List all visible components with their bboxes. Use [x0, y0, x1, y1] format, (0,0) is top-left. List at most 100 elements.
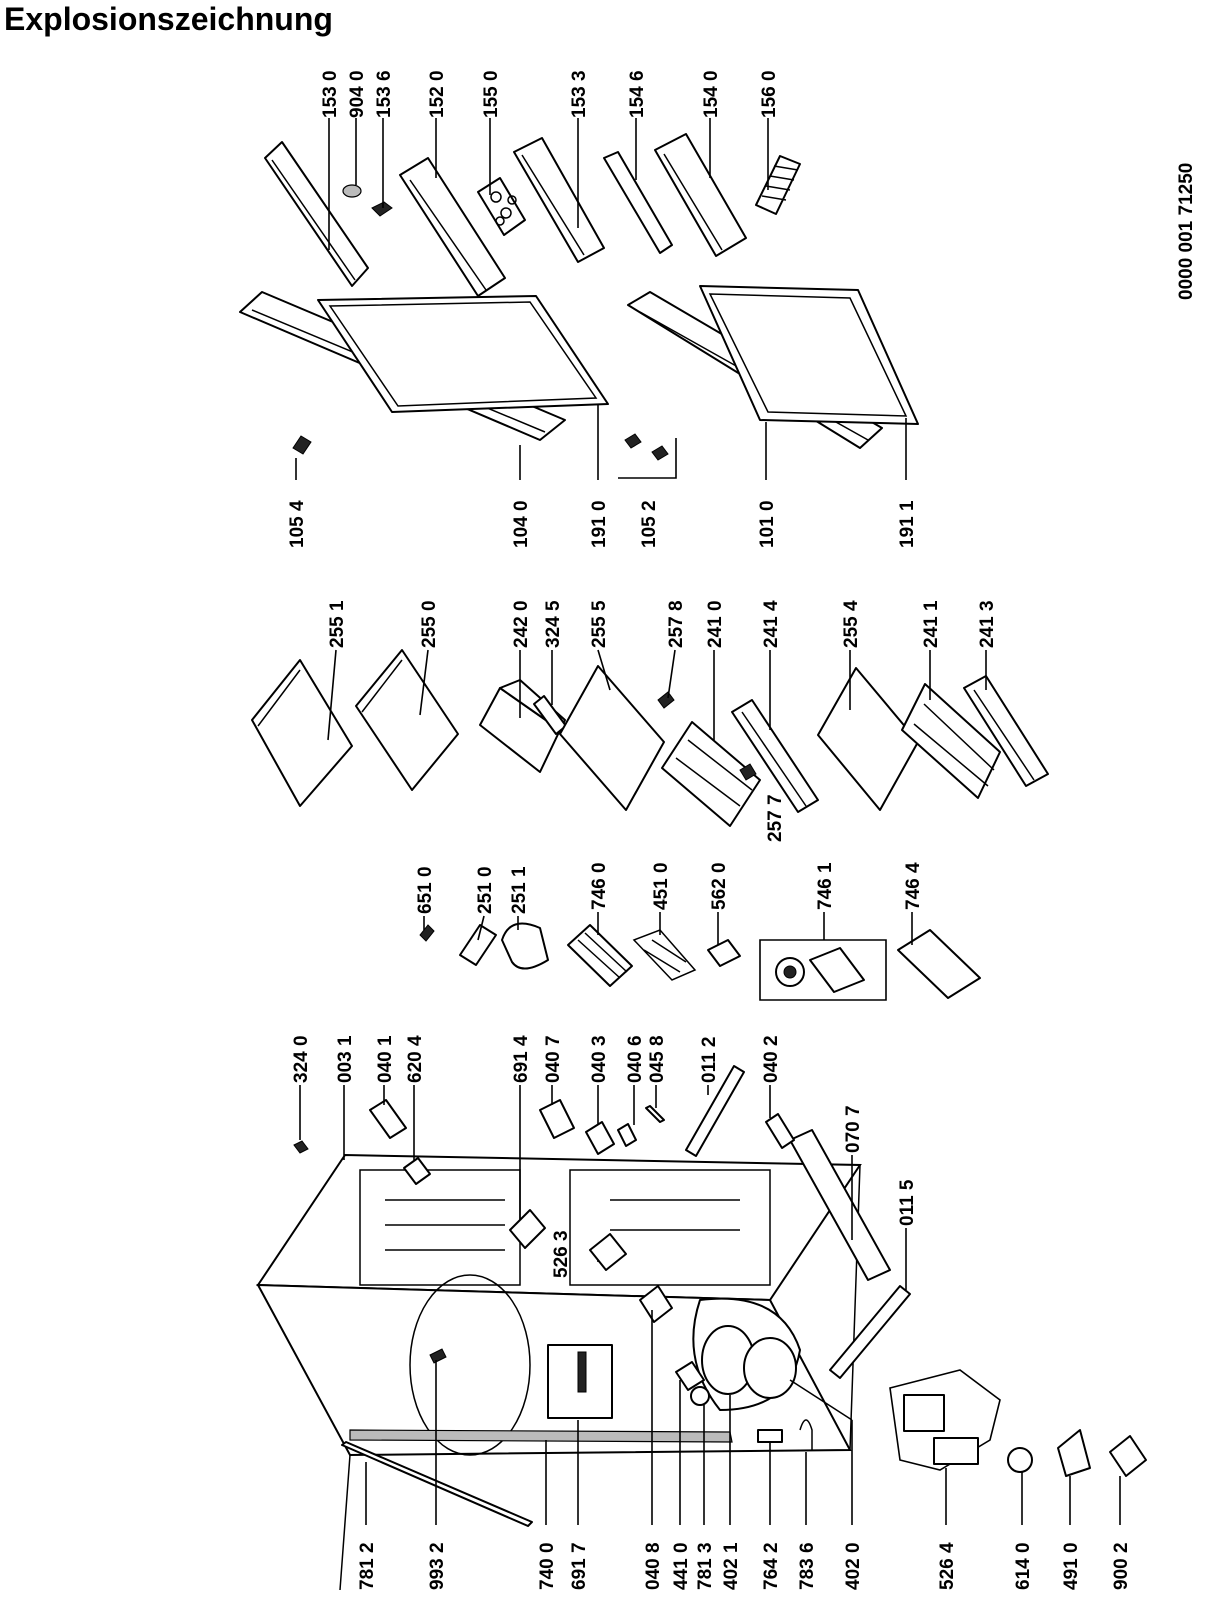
label-040-6: 040 6 — [625, 1035, 646, 1083]
label-746-1: 746 1 — [815, 862, 836, 910]
label-011-5: 011 5 — [897, 1179, 918, 1226]
label-191-1: 191 1 — [897, 500, 918, 548]
cover-251-0 — [459, 924, 497, 966]
label-526-4: 526 4 — [937, 1542, 958, 1590]
label-101-0: 101 0 — [757, 500, 778, 548]
label-242-0: 242 0 — [511, 600, 532, 648]
label-781-3: 781 3 — [695, 1542, 716, 1590]
relay-441-0 — [675, 1361, 705, 1391]
spacer-993-2 — [429, 1348, 447, 1364]
hinge-040-3 — [585, 1121, 615, 1155]
compressor-402-0 — [789, 1379, 853, 1421]
label-040-2: 040 2 — [761, 1035, 782, 1083]
lamp-651-0 — [419, 924, 435, 942]
label-781-2: 781 2 — [357, 1542, 378, 1590]
part-labels: 153 0 904 0 153 6 152 0 155 0 153 3 154 … — [287, 70, 1132, 1590]
label-241-3: 241 3 — [977, 600, 998, 648]
label-241-0: 241 0 — [705, 600, 726, 648]
rail-011-5 — [829, 1285, 911, 1379]
label-691-4: 691 4 — [511, 1035, 532, 1083]
cover-491-0 — [1057, 1429, 1091, 1477]
hinge-105-4 — [292, 435, 312, 455]
door-frame-strip-740-0 — [349, 1429, 733, 1443]
label-255-4: 255 4 — [841, 600, 862, 648]
control-set-746-1 — [759, 939, 887, 1001]
label-155-0: 155 0 — [481, 70, 502, 118]
label-011-2: 011 2 — [699, 1037, 720, 1084]
top-cover-070-7 — [789, 1129, 891, 1281]
pin-045-8 — [645, 1105, 665, 1123]
label-154-0: 154 0 — [701, 70, 722, 118]
label-904-0: 904 0 — [347, 70, 368, 118]
door-shelf-153-0 — [264, 141, 369, 287]
label-441-0: 441 0 — [671, 1542, 692, 1590]
control-box-526-4 — [889, 1369, 1001, 1471]
rail-011-2 — [685, 1065, 745, 1157]
bracket-040-8 — [639, 1285, 673, 1323]
clip-257-8 — [657, 691, 675, 709]
label-324-0: 324 0 — [291, 1035, 312, 1083]
label-324-5: 324 5 — [543, 600, 564, 648]
label-040-3: 040 3 — [589, 1035, 610, 1083]
glass-shelf-255-1 — [251, 659, 353, 807]
label-251-1: 251 1 — [509, 866, 530, 914]
rod-781-2 — [341, 1441, 533, 1527]
drawer-front-241-3 — [963, 675, 1049, 787]
label-241-1: 241 1 — [921, 600, 942, 648]
label-257-8: 257 8 — [666, 600, 687, 648]
label-255-0: 255 0 — [419, 600, 440, 648]
lamp-cover-251-1 — [501, 922, 549, 970]
label-045-8: 045 8 — [647, 1035, 668, 1083]
label-562-0: 562 0 — [709, 862, 730, 910]
label-152-0: 152 0 — [427, 70, 448, 118]
clip-257-7 — [739, 763, 757, 781]
clip-153-6 — [371, 201, 393, 217]
hinge-040-1 — [369, 1099, 407, 1139]
heater-451-0 — [632, 929, 697, 981]
label-451-0: 451 0 — [651, 862, 672, 910]
label-153-6: 153 6 — [374, 70, 395, 118]
part-614-0 — [1007, 1447, 1033, 1473]
label-620-4: 620 4 — [405, 1035, 426, 1083]
ice-box-691-4 — [509, 1209, 546, 1249]
tube-783-6 — [799, 1419, 813, 1450]
label-900-2: 900 2 — [1111, 1542, 1132, 1590]
door-bin-154-0 — [654, 133, 747, 257]
label-040-7: 040 7 — [543, 1035, 564, 1083]
gasket-191-0 — [317, 295, 609, 413]
label-993-2: 993 2 — [427, 1542, 448, 1590]
cover-746-4 — [897, 929, 981, 999]
leader-lines — [295, 118, 1121, 1525]
fan-620-4 — [403, 1157, 431, 1185]
thermostat-562-0 — [707, 939, 741, 967]
label-526-3: 526 3 — [551, 1230, 572, 1278]
hinge-040-2 — [765, 1113, 795, 1149]
label-156-0: 156 0 — [759, 70, 780, 118]
label-255-5: 255 5 — [589, 600, 610, 648]
label-040-8: 040 8 — [643, 1542, 664, 1590]
label-153-0: 153 0 — [320, 70, 341, 118]
egg-tray-155-0 — [477, 177, 526, 236]
label-255-1: 255 1 — [327, 600, 348, 648]
cap-781-3 — [690, 1386, 710, 1406]
door-bin-152-0 — [399, 157, 506, 297]
label-402-1: 402 1 — [721, 1542, 742, 1590]
hinge-set-105-2 — [618, 433, 677, 479]
drawer-front-241-4 — [731, 699, 819, 813]
label-651-0: 651 0 — [415, 866, 436, 914]
drawer-241-0 — [661, 721, 761, 827]
thermostat-526-3 — [589, 1233, 627, 1271]
bracket-040-7 — [539, 1099, 575, 1139]
label-040-1: 040 1 — [375, 1035, 396, 1083]
bottle-rack-154-6 — [603, 151, 673, 254]
label-154-6: 154 6 — [627, 70, 648, 118]
label-003-1: 003 1 — [335, 1035, 356, 1083]
gasket-191-1 — [699, 285, 919, 425]
label-104-0: 104 0 — [511, 500, 532, 548]
glass-shelf-255-5 — [559, 665, 665, 811]
part-900-2 — [1109, 1435, 1147, 1477]
label-105-2: 105 2 — [639, 500, 660, 548]
label-491-0: 491 0 — [1061, 1542, 1082, 1590]
label-402-0: 402 0 — [843, 1542, 864, 1590]
